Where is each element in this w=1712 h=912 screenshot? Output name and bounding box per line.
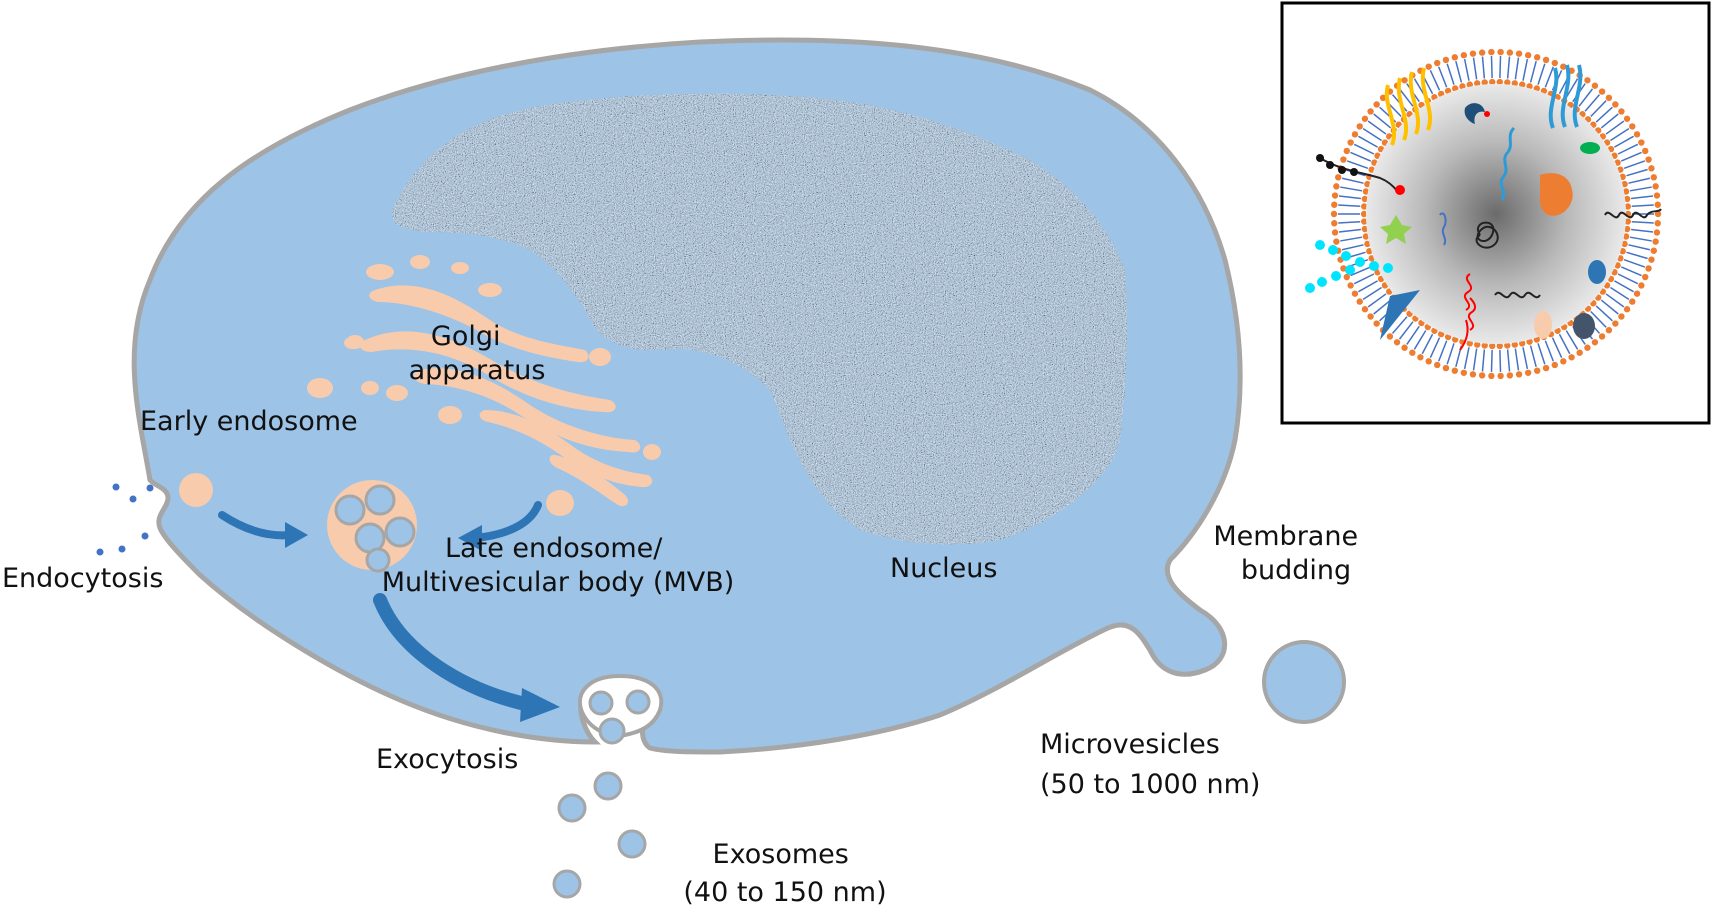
protein-blue-red <box>1464 103 1485 124</box>
label-nucleus: Nucleus <box>890 553 997 584</box>
label-early-endosome: Early endosome <box>140 406 358 437</box>
cone-blue <box>1380 290 1420 340</box>
dna-coil <box>1475 221 1499 249</box>
diagram-labels: Golgi apparatus Early endosome Endocytos… <box>2 321 1366 908</box>
label-golgi-line1: Golgi <box>431 321 501 352</box>
multivesicular-body <box>327 480 417 573</box>
protein-peach <box>1534 311 1552 339</box>
label-golgi: Golgi apparatus <box>409 321 546 386</box>
protein-orange <box>1540 173 1573 216</box>
lipid-red <box>1395 185 1405 195</box>
endocytosis-dots <box>96 483 154 556</box>
exocytosis-pocket <box>578 673 664 745</box>
label-microvesicles-line2: (50 to 1000 nm) <box>1040 769 1260 800</box>
label-late-endosome-line1: Late endosome/ <box>445 533 663 564</box>
label-exocytosis: Exocytosis <box>376 744 518 775</box>
early-endosome <box>179 473 213 507</box>
exosome-vesicles <box>552 771 647 899</box>
ev-inset <box>1280 1 1711 425</box>
label-endocytosis: Endocytosis <box>2 563 163 594</box>
protein-dark <box>1573 313 1595 339</box>
glycan-dots-black <box>1316 154 1358 176</box>
label-late-endosome: Late endosome/ Multivesicular body (MVB) <box>382 533 735 598</box>
dot-red <box>1484 111 1490 117</box>
helix-red <box>1459 273 1477 351</box>
protein-green <box>1580 142 1600 154</box>
microvesicles <box>1262 640 1346 724</box>
label-golgi-line2: apparatus <box>409 355 546 386</box>
label-exosomes: Exosomes (40 to 150 nm) <box>683 839 886 908</box>
label-microvesicles-line1: Microvesicles <box>1040 729 1220 760</box>
mirna-blue <box>1439 212 1447 246</box>
protein-star-green <box>1380 215 1412 244</box>
glycan-chain-black <box>1319 157 1399 193</box>
rna-black <box>1494 291 1541 299</box>
receptor-cyan <box>1548 64 1583 129</box>
rna-blue <box>1499 126 1516 201</box>
ev-lumen <box>1366 84 1626 344</box>
golgi-apparatus <box>307 255 661 516</box>
label-exosomes-line1: Exosomes <box>713 839 849 870</box>
glycan-cyan <box>1305 240 1393 293</box>
arrow-heads <box>285 522 560 722</box>
label-membrane-budding-line1: Membrane <box>1213 521 1358 552</box>
label-microvesicles: Microvesicles (50 to 1000 nm) <box>1040 729 1260 800</box>
trafficking-arrows <box>218 501 542 712</box>
label-membrane-budding-line2: budding <box>1241 555 1351 586</box>
tetraspanin-black <box>1604 208 1662 219</box>
label-membrane-budding: Membrane budding <box>1213 521 1366 586</box>
receptor-yellow <box>1384 67 1433 146</box>
label-late-endosome-line2: Multivesicular body (MVB) <box>382 567 735 598</box>
label-exosomes-line2: (40 to 150 nm) <box>683 877 886 908</box>
protein-blue <box>1588 260 1606 284</box>
